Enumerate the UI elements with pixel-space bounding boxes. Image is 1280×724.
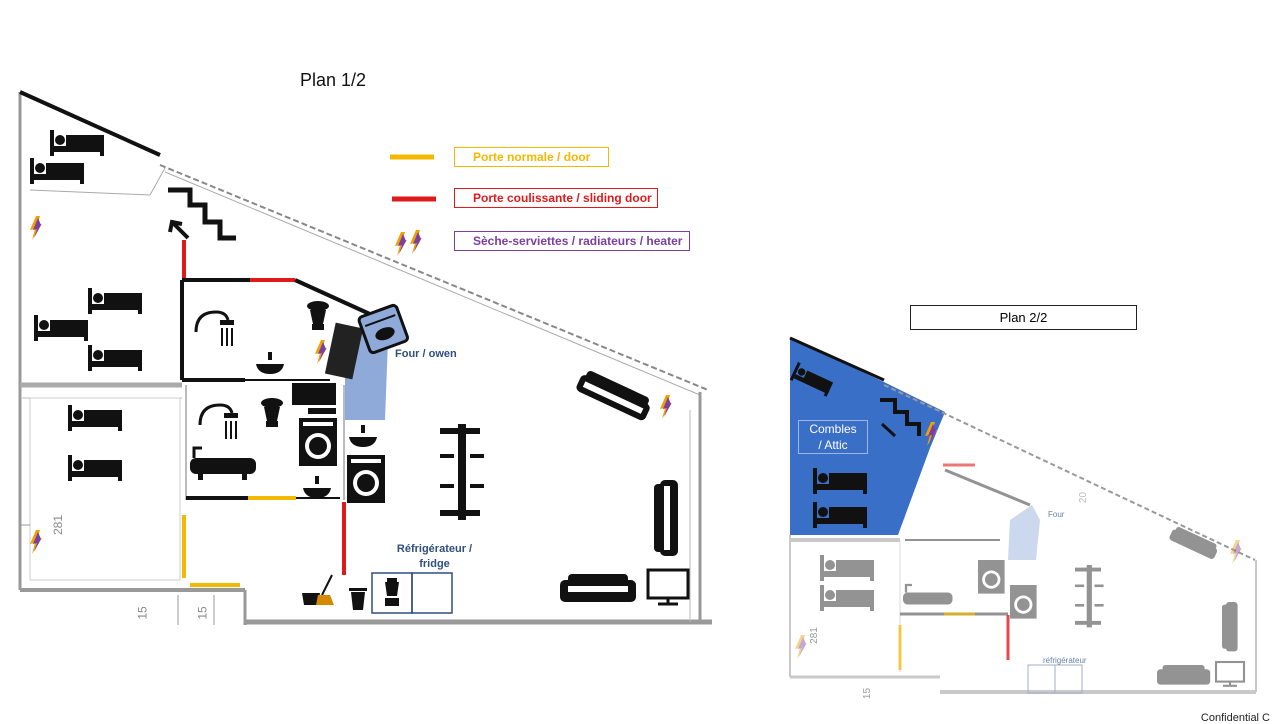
plan2-dimension-15: 15 (862, 687, 874, 700)
fridge-label: Réfrigérateur / fridge (396, 543, 473, 570)
plan2-fridge-label: réfrigérateur (1043, 656, 1087, 665)
dimension-15-a: 15 (135, 606, 150, 620)
oven-label: Four / owen (395, 348, 457, 360)
legend-heater-label: Sèche-serviettes / radiateurs / heater (454, 231, 690, 251)
dimension-15-b: 15 (195, 606, 210, 620)
plan2-floorplan (789, 336, 1257, 694)
plan2-title: Plan 2/2 (910, 305, 1137, 330)
legend-sliding-door-label: Porte coulissante / sliding door (454, 188, 658, 208)
attic-label: Combles / Attic (798, 420, 868, 454)
plan1-floorplan (18, 90, 712, 625)
dimension-281: 281 (51, 514, 66, 536)
plan2-dimension-20: 20 (1078, 491, 1090, 504)
legend-door-label: Porte normale / door (454, 147, 609, 167)
plan2-dimension-281: 281 (808, 627, 820, 644)
plan1-title: Plan 1/2 (300, 70, 367, 90)
plan2-oven-label: Four (1048, 510, 1065, 519)
confidential-footer: Confidential C (1200, 712, 1270, 724)
